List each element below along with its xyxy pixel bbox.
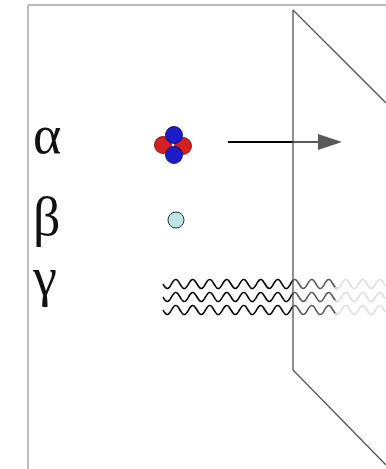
alpha-particle <box>155 127 192 164</box>
radiation-symbol: β <box>33 190 60 244</box>
radiation-symbol: γ <box>33 250 57 304</box>
absorber-sheet <box>293 10 386 469</box>
radiation-symbol: α <box>33 108 61 162</box>
beta-particle <box>168 212 184 228</box>
frame-line <box>27 5 29 469</box>
frame-line <box>28 4 386 6</box>
